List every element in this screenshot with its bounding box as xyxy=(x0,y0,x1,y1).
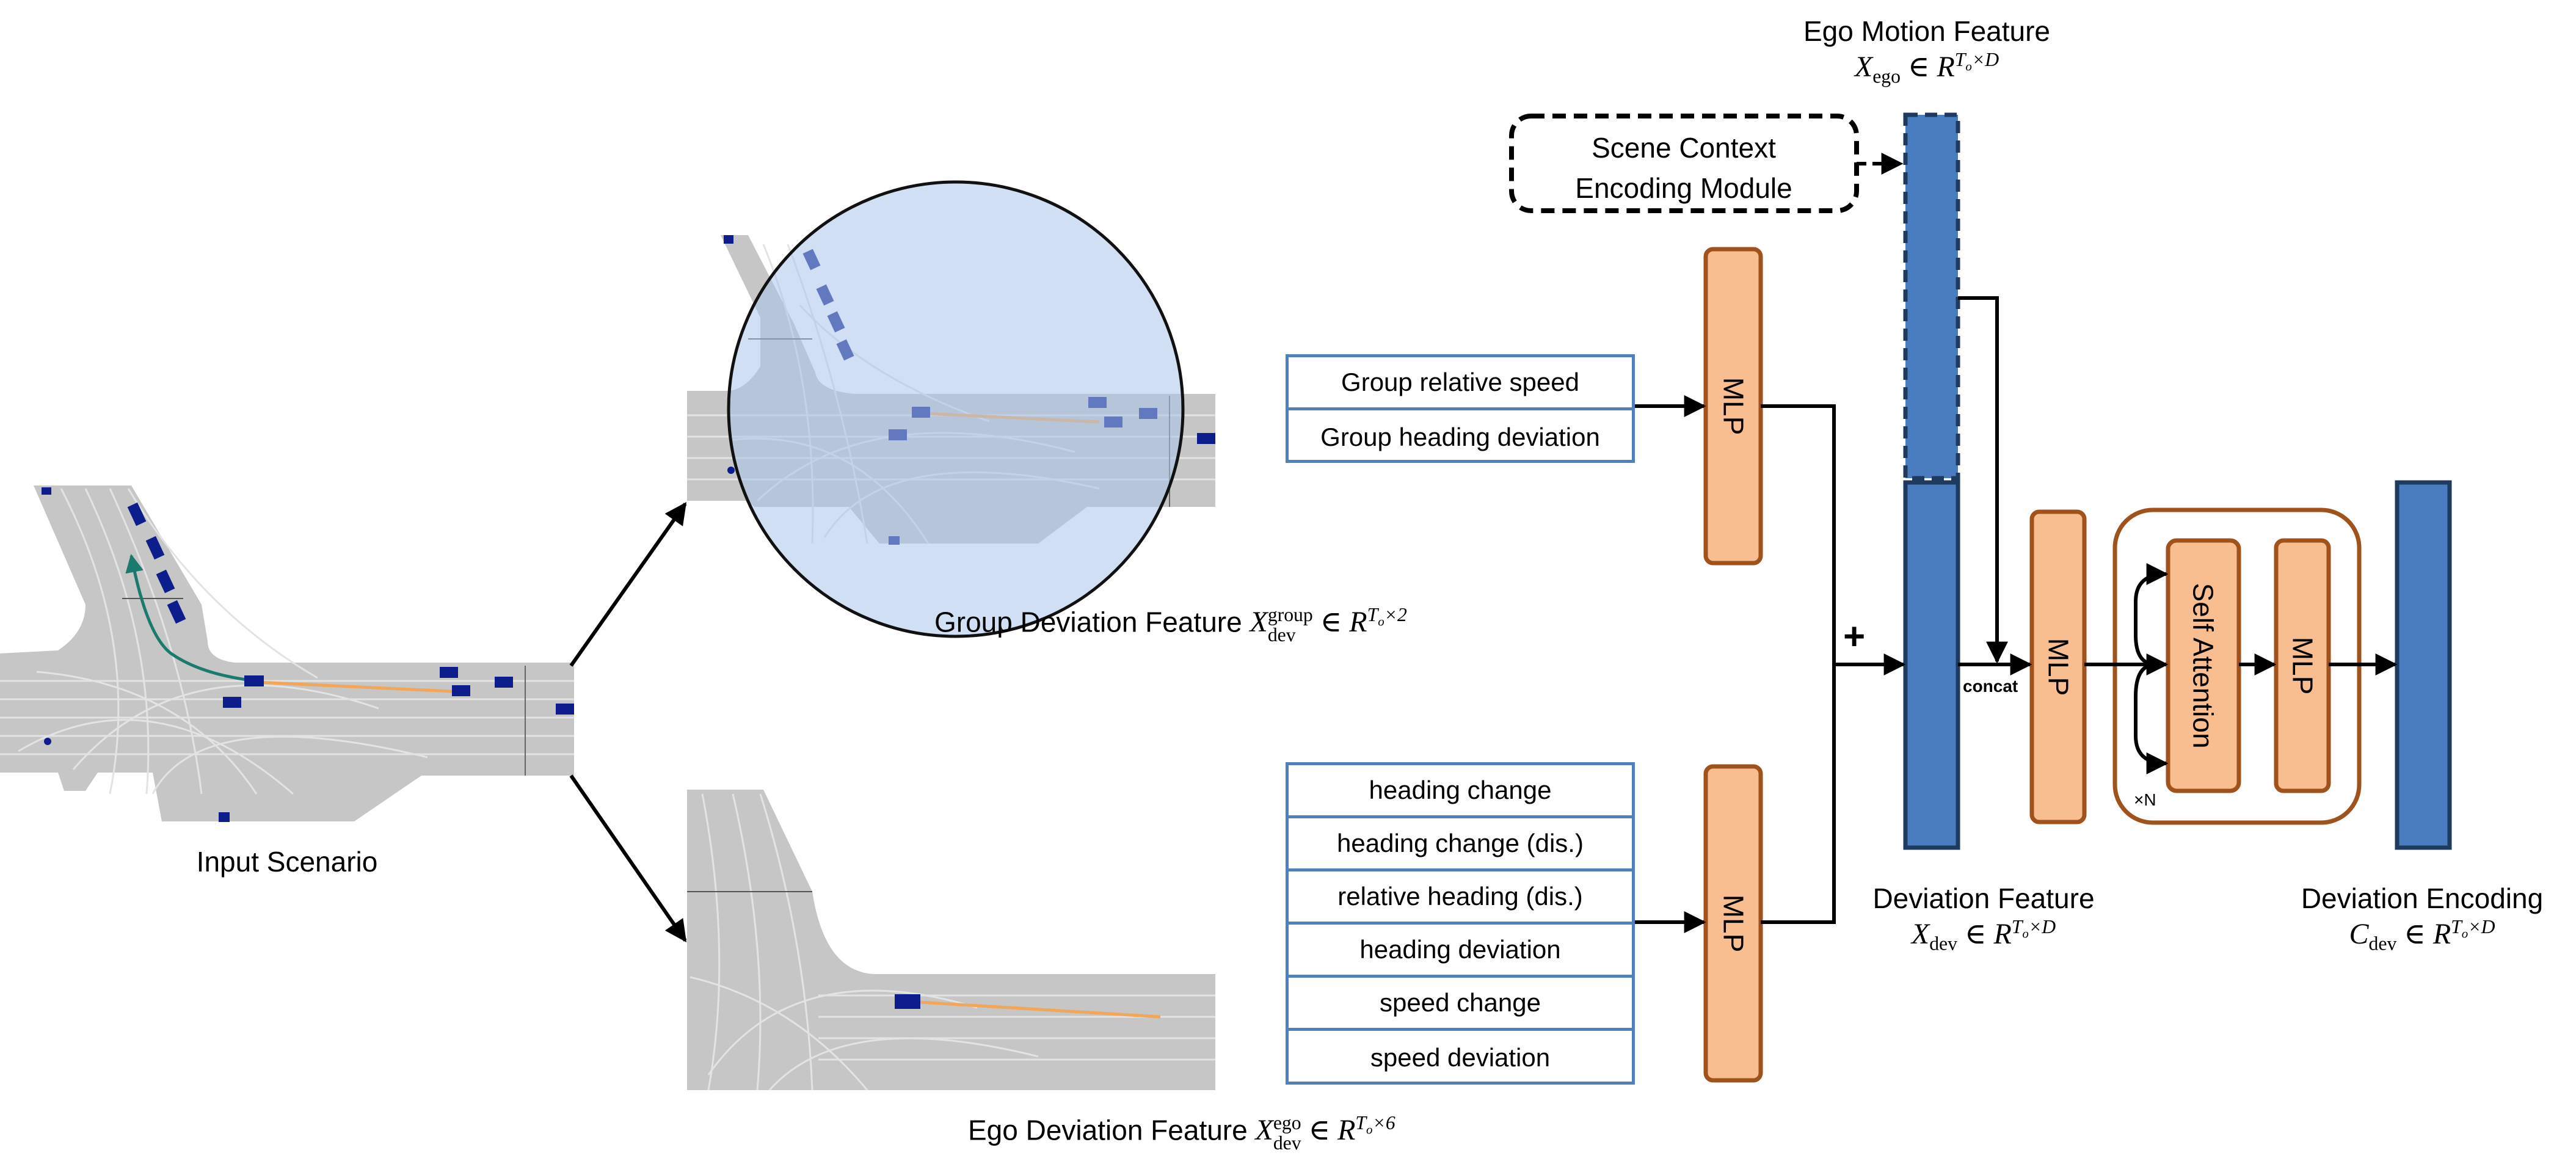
connectors xyxy=(1635,296,2398,933)
repeat-count-label: ×N xyxy=(2134,790,2156,809)
ego-feature-table: heading change heading change (dis.) rel… xyxy=(1286,762,1635,1085)
group-feature-row: Group relative speed xyxy=(1289,357,1632,410)
ego-motion-feature-formula: Xego ∈ RTo×D xyxy=(1854,49,1999,87)
mlp-transformer-label: MLP xyxy=(2287,636,2318,695)
ego-feature-row: heading deviation xyxy=(1289,925,1632,978)
concat-label: concat xyxy=(1963,677,2018,696)
ego-feature-row: relative heading (dis.) xyxy=(1289,871,1632,925)
ego-motion-feature-title: Ego Motion Feature xyxy=(1803,15,2051,47)
group-feature-row: Group heading deviation xyxy=(1320,422,1600,451)
planned-path xyxy=(909,1000,1161,1019)
vehicles xyxy=(42,487,574,822)
road-surface xyxy=(687,790,1215,1090)
deviation-feature-bar xyxy=(1903,480,1960,850)
arrow-to-ego xyxy=(569,774,687,942)
deviation-feature-title: Deviation Feature xyxy=(1872,882,2095,914)
input-scenario-map xyxy=(0,486,574,822)
deviation-encoding-title: Deviation Encoding xyxy=(2301,882,2544,914)
lane-lines xyxy=(689,793,1215,1091)
ego-history-path xyxy=(125,554,257,683)
ego-feature-row: heading change xyxy=(1289,765,1632,818)
ego-feature-row: speed deviation xyxy=(1370,1042,1551,1072)
deviation-encoding-formula: Cdev ∈ RTo×D xyxy=(2349,916,2495,955)
mlp-fusion-label: MLP xyxy=(2042,638,2074,696)
group-deviation-title: Group Deviation Feature xyxy=(934,606,1242,638)
input-scenario-label: Input Scenario xyxy=(196,846,378,878)
scene-context-line1: Scene Context xyxy=(1592,132,1776,164)
ego-feature-row: heading change (dis.) xyxy=(1289,818,1632,871)
plus-sign: + xyxy=(1843,616,1866,658)
group-feature-table: Group relative speed Group heading devia… xyxy=(1286,354,1635,463)
group-region-highlight xyxy=(727,180,1185,638)
deviation-encoding-bar xyxy=(2395,480,2452,850)
ego-vehicle xyxy=(895,994,920,1009)
ego-deviation-title: Ego Deviation Feature xyxy=(968,1114,1248,1146)
mlp-ego-label: MLP xyxy=(1717,894,1749,953)
planned-path xyxy=(256,680,453,693)
scene-context-text: Scene Context Encoding Module xyxy=(1575,128,1792,208)
scene-context-line2: Encoding Module xyxy=(1575,172,1792,204)
deviation-feature-formula: Xdev ∈ RTo×D xyxy=(1911,916,2056,955)
self-attention-label: Self Attention xyxy=(2188,583,2219,749)
mlp-group-label: MLP xyxy=(1717,377,1749,435)
road-surface xyxy=(0,486,574,821)
arrow-to-group xyxy=(569,502,687,667)
ego-scenario-map xyxy=(687,790,1215,1091)
lane-lines xyxy=(0,488,574,795)
ego-motion-feature-bar xyxy=(1903,112,1960,481)
ego-feature-row: speed change xyxy=(1289,978,1632,1031)
